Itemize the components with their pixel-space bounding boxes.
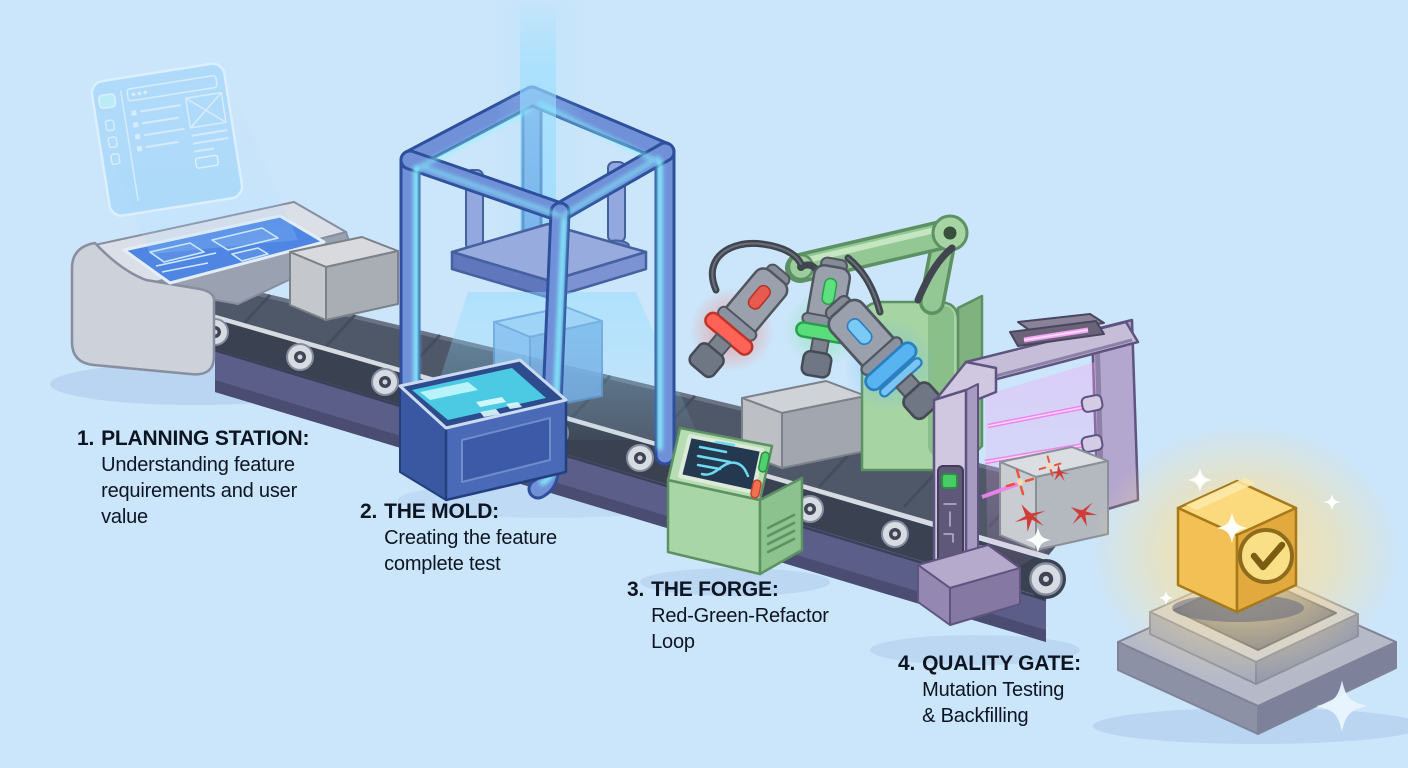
console-glow-screen (412, 368, 546, 420)
station-number: 2. (360, 500, 378, 523)
hologram-wireframe-screen (90, 62, 244, 217)
gate-workpiece (999, 446, 1109, 551)
checkmark-icon (1238, 528, 1294, 584)
forge-console (666, 426, 804, 576)
quality-gate-near-pillar (917, 360, 1021, 626)
forge-tool-red (688, 263, 791, 379)
station-description: Mutation Testing & Backfilling (922, 679, 1065, 727)
station-number: 4. (898, 652, 916, 675)
station-description: Understanding feature requirements and u… (101, 454, 298, 528)
station-label-mold: 2. THE MOLD: Creating the feature comple… (360, 499, 584, 577)
forge-tool-blue (824, 295, 942, 421)
forge-tool-green (784, 256, 861, 379)
station-number: 3. (627, 578, 645, 601)
workpiece-box (289, 236, 399, 321)
station-title: PLANNING STATION: (101, 427, 310, 450)
station-label-quality-gate: 4. QUALITY GATE: Mutation Testing & Back… (898, 651, 1081, 729)
station-description: Creating the feature complete test (384, 527, 557, 575)
station-label-forge: 3. THE FORGE: Red-Green-Refactor Loop (627, 577, 856, 655)
station-description: Red-Green-Refactor Loop (651, 605, 829, 653)
station-title: THE MOLD: (384, 500, 499, 523)
laser-beam (981, 482, 1019, 499)
mold-console (398, 358, 568, 502)
station-number: 1. (77, 427, 95, 450)
gate-control-panel (937, 465, 964, 567)
station-label-planning: 1. PLANNING STATION: Understanding featu… (77, 426, 323, 530)
station-title: QUALITY GATE: (922, 652, 1081, 675)
scanner-head (1009, 313, 1105, 347)
golden-package (1176, 478, 1298, 614)
station-title: THE FORGE: (651, 578, 779, 601)
